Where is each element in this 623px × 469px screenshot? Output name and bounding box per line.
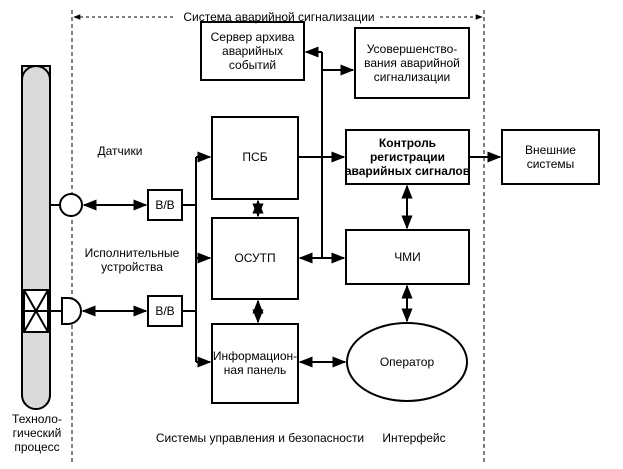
io-top-label: В/В bbox=[155, 198, 175, 212]
actuators-label: Исполнительные устройства bbox=[84, 246, 180, 274]
info-panel-label: Информацион- ная панель bbox=[212, 349, 298, 377]
io-box-top bbox=[147, 189, 183, 221]
system-title: Система аварийной сигнализации bbox=[183, 10, 375, 24]
bottom-label-interface: Интерфейс bbox=[382, 431, 446, 445]
control-registration-label: Контроль регистрации аварийных сигналов bbox=[344, 136, 471, 178]
info-panel-box bbox=[211, 323, 299, 404]
external-systems-label: Внешние системы bbox=[525, 143, 576, 171]
sensors-label: Датчики bbox=[97, 144, 143, 158]
server-archive-label: Сервер архива аварийных событий bbox=[210, 30, 295, 72]
io-bottom-label: В/В bbox=[155, 304, 175, 318]
psb-label: ПСБ bbox=[242, 150, 268, 164]
io-box-bottom bbox=[147, 295, 183, 327]
external-systems-box bbox=[501, 129, 600, 185]
psb-box bbox=[211, 116, 299, 200]
bottom-label-control: Системы управления и безопасности bbox=[155, 431, 365, 445]
operator-ellipse bbox=[346, 322, 468, 402]
pipe-body-fill bbox=[23, 80, 49, 395]
server-archive-box bbox=[200, 21, 305, 81]
improvement-box bbox=[354, 27, 470, 99]
actuator-icon bbox=[61, 297, 82, 325]
operator-label: Оператор bbox=[379, 355, 435, 369]
hmi-label: ЧМИ bbox=[394, 250, 421, 264]
sensor-icon bbox=[59, 193, 83, 217]
osutp-label: ОСУТП bbox=[234, 251, 276, 265]
hmi-box bbox=[345, 229, 470, 285]
improvement-label: Усовершенство- вания аварийной сигнализа… bbox=[364, 42, 460, 84]
process-label: Техноло- гический процесс bbox=[12, 412, 62, 454]
osutp-box bbox=[211, 217, 299, 300]
